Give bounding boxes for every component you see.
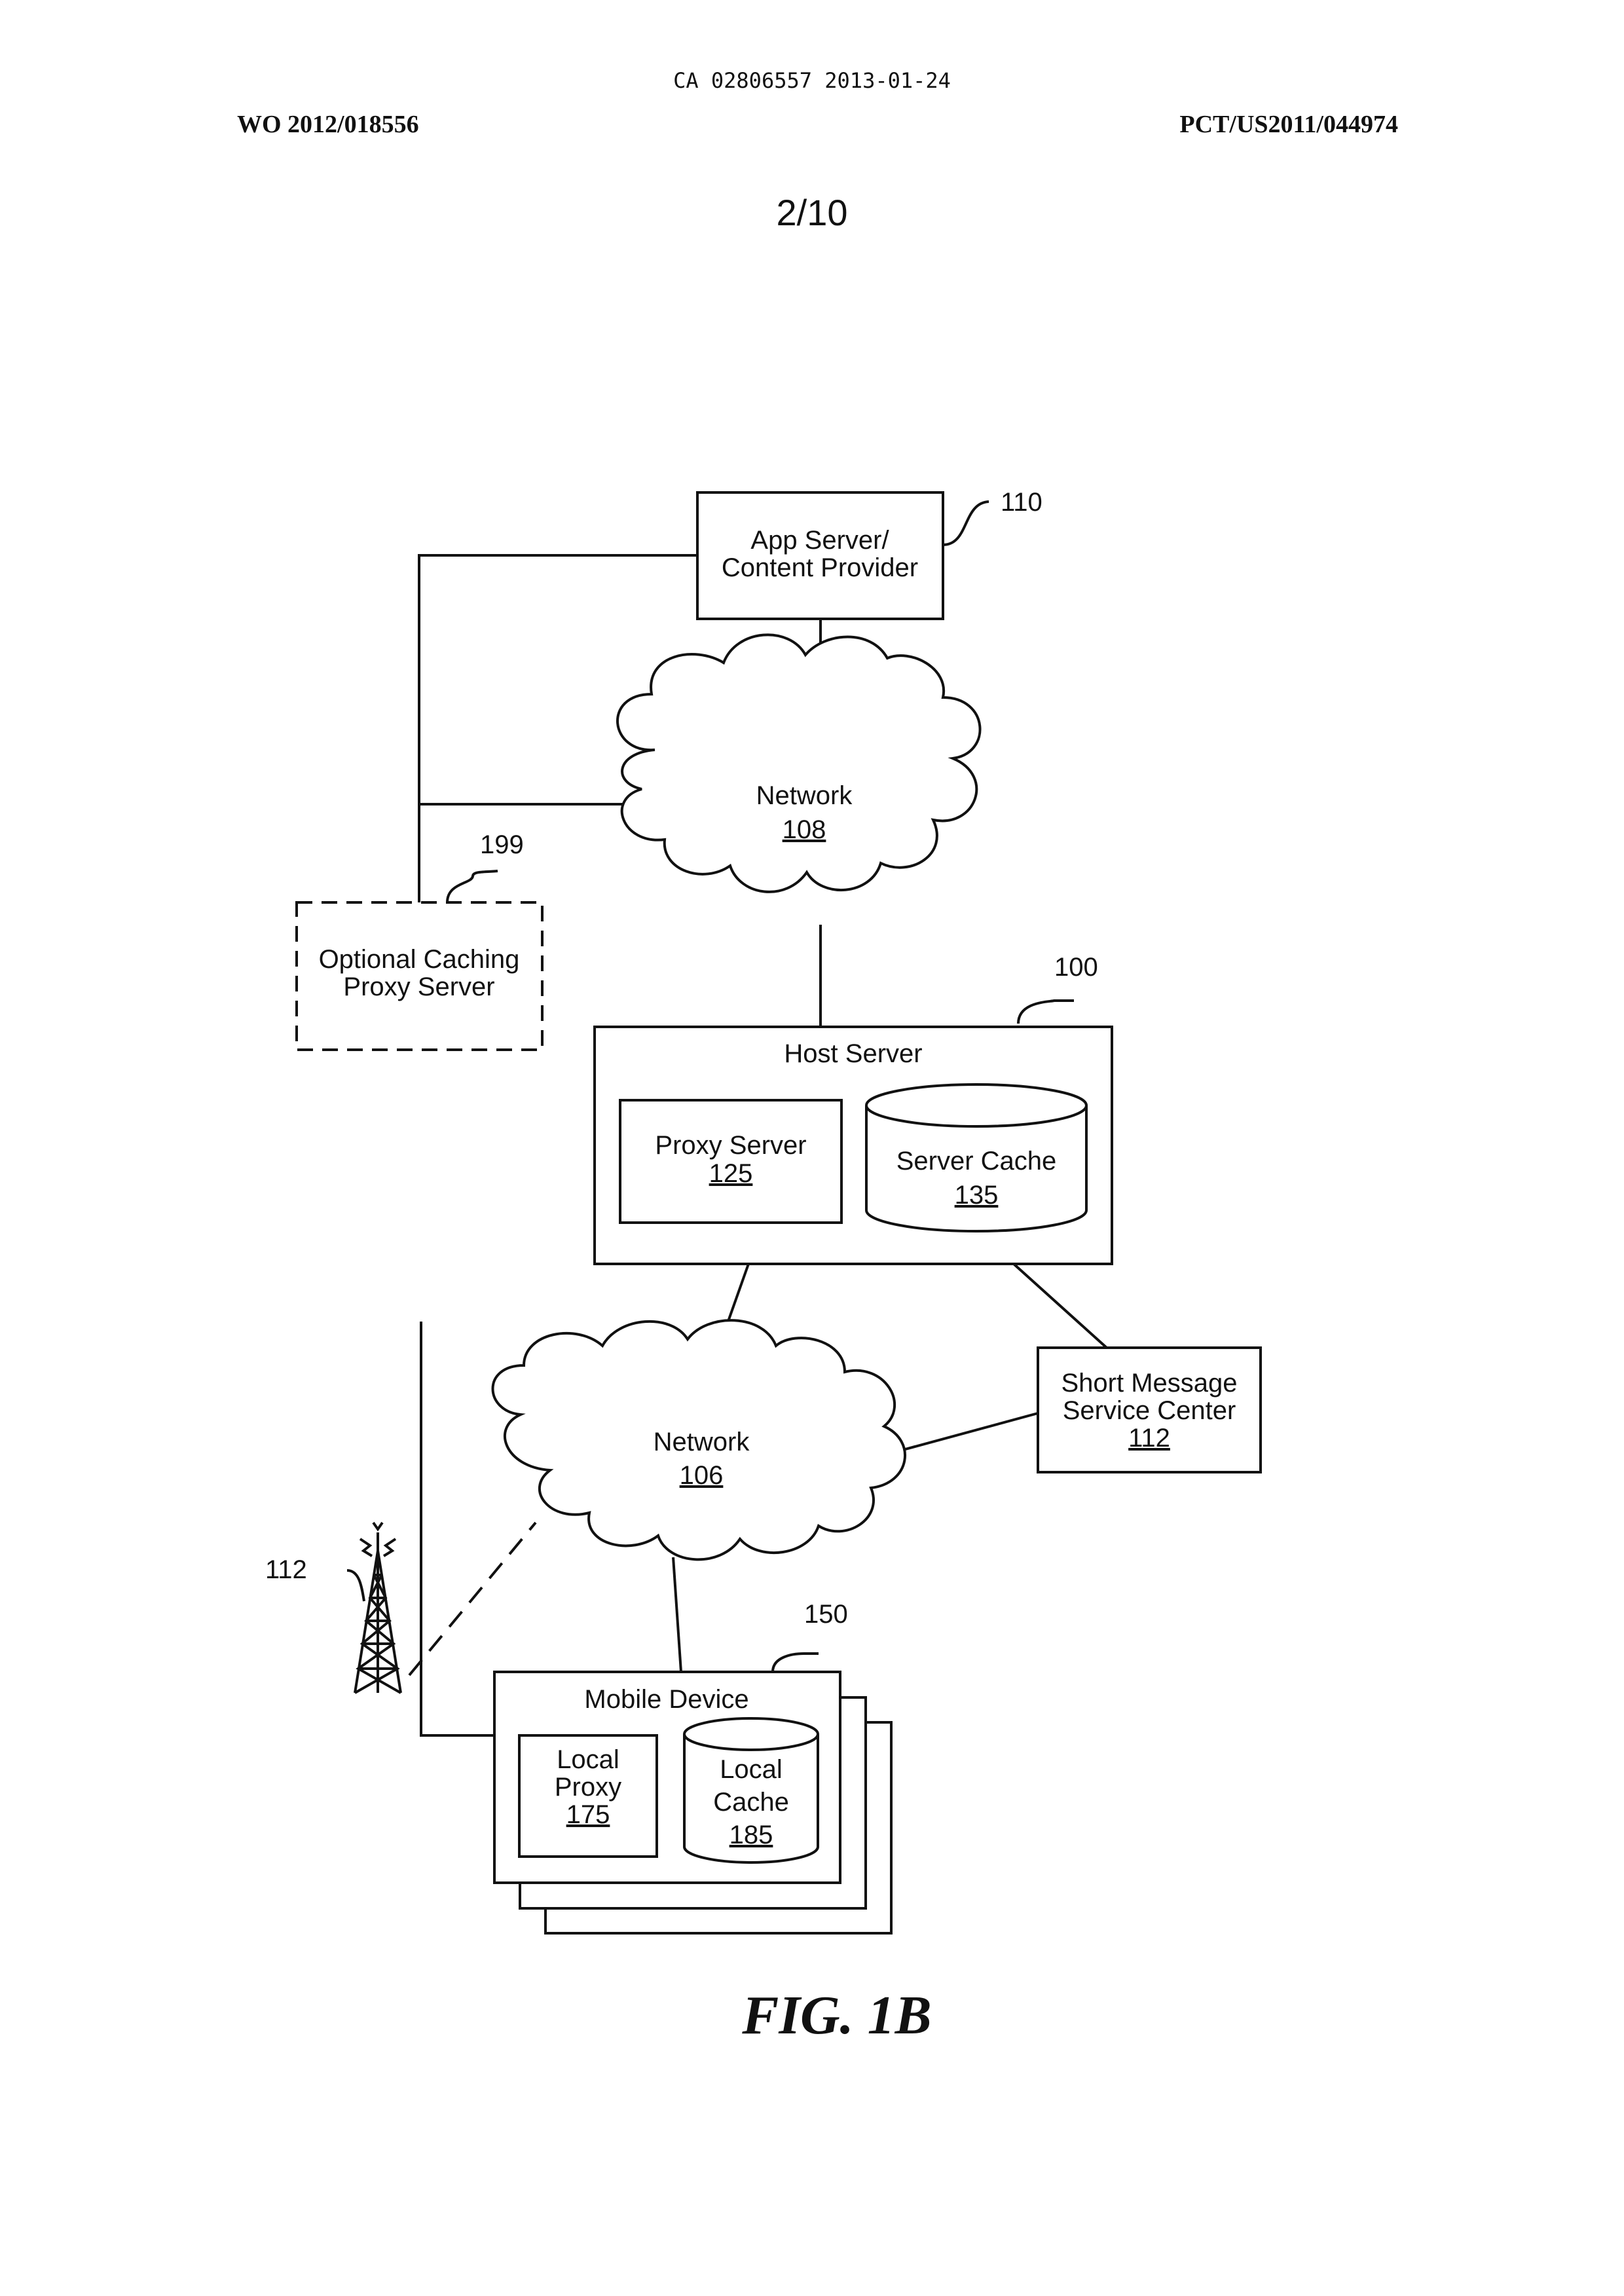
smsc-number: 112 [1128, 1424, 1170, 1453]
local-proxy-number: 175 [566, 1800, 610, 1829]
host-server-label: Host Server [784, 1039, 922, 1068]
wireless-link-dashed [409, 1523, 536, 1675]
server-cache-number: 135 [955, 1181, 999, 1210]
network-108-cloud: Network 108 [618, 635, 980, 892]
line-host-to-smsc [1014, 1264, 1107, 1348]
mobile-device-node: Mobile Device 150 Local Proxy 175 Local … [494, 1600, 891, 1933]
app-server-node: App Server/ Content Provider 110 [697, 488, 1043, 619]
network-108-label: Network [756, 781, 853, 810]
network-108-number: 108 [783, 815, 826, 844]
app-server-label-line2: Content Provider [722, 553, 918, 582]
line-left-to-mobile [421, 1322, 494, 1735]
ref-leader-tower [347, 1570, 364, 1601]
tower-ref: 112 [265, 1555, 307, 1584]
caching-proxy-label-line1: Optional Caching [319, 945, 520, 974]
ref-110: 110 [1001, 488, 1043, 517]
ref-199: 199 [480, 830, 524, 859]
figure-label: FIG. 1B [741, 1985, 931, 2046]
ref-leader-150 [773, 1654, 819, 1672]
proxy-server-number: 125 [709, 1159, 753, 1188]
ref-leader-199 [447, 871, 498, 902]
network-106-cloud: Network 106 [493, 1320, 906, 1559]
line-network-106-to-smsc [900, 1413, 1038, 1451]
smsc-node: Short Message Service Center 112 [1038, 1348, 1261, 1472]
local-proxy-label-line2: Proxy [555, 1773, 621, 1802]
ref-150: 150 [804, 1600, 848, 1629]
local-cache-label-line1: Local [720, 1755, 783, 1784]
local-cache-label-line2: Cache [713, 1788, 789, 1817]
local-cache-number: 185 [729, 1821, 773, 1849]
proxy-server-label: Proxy Server [655, 1131, 806, 1160]
local-proxy-label-line1: Local [557, 1745, 619, 1774]
server-cache-cylinder-top [866, 1084, 1086, 1126]
host-server-node: Host Server 100 Proxy Server 125 Server … [595, 953, 1112, 1264]
ref-leader-100 [1018, 1001, 1074, 1024]
network-106-number: 106 [680, 1461, 724, 1490]
smsc-label-line2: Service Center [1063, 1396, 1236, 1425]
mobile-device-label: Mobile Device [584, 1685, 748, 1714]
cell-tower-icon: 112 [265, 1523, 401, 1693]
network-106-label: Network [654, 1428, 750, 1456]
caching-proxy-label-line2: Proxy Server [343, 972, 494, 1001]
app-server-label-line1: App Server/ [750, 526, 889, 555]
line-network-106-to-mobile [673, 1557, 681, 1672]
ref-leader-110 [943, 502, 989, 545]
local-cache-cylinder-top [684, 1718, 818, 1750]
server-cache-label: Server Cache [896, 1147, 1057, 1176]
ref-100: 100 [1054, 953, 1098, 982]
smsc-label-line1: Short Message [1061, 1369, 1237, 1398]
